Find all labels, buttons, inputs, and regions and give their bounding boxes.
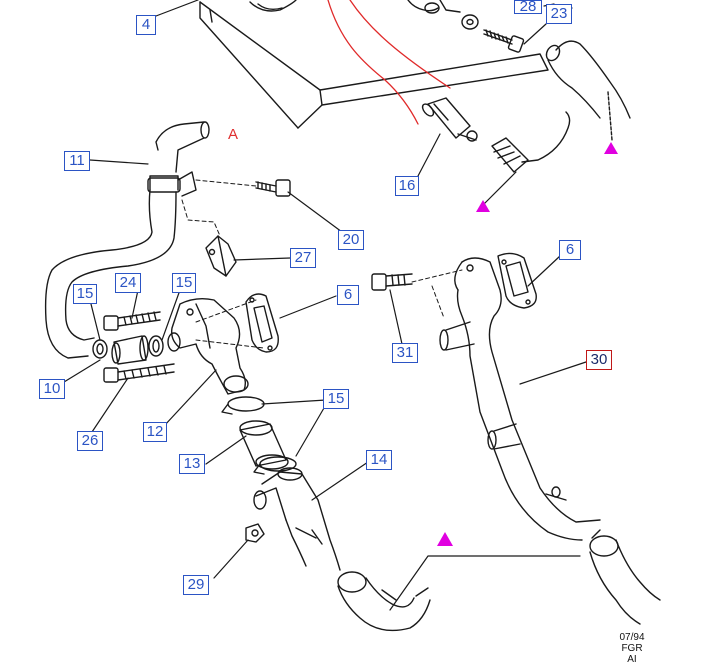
- callout-15-left[interactable]: 15: [73, 284, 97, 304]
- callout-11[interactable]: 11: [64, 151, 90, 171]
- part-connector-pipe: [111, 335, 149, 365]
- callout-29[interactable]: 29: [183, 575, 209, 595]
- callout-28[interactable]: 28: [514, 0, 542, 14]
- part-28-fitting: [407, 0, 479, 30]
- hose-11: [44, 121, 210, 359]
- part-15-clamp-mid: [148, 335, 164, 357]
- part-16-sensor: [421, 97, 478, 142]
- part-20-bolt: [255, 179, 291, 197]
- part-14-pipe: [253, 467, 341, 571]
- part-13-hose-sleeve: [239, 420, 289, 470]
- lower-hose: [337, 571, 431, 632]
- callout-20[interactable]: 20: [338, 230, 364, 250]
- callout-23[interactable]: 23: [546, 4, 572, 24]
- part-cable-connector: [491, 111, 571, 173]
- upper-right-hose: [545, 40, 631, 141]
- reference-letter-a: A: [228, 126, 239, 143]
- callout-13[interactable]: 13: [179, 454, 205, 474]
- callout-15-lower[interactable]: 15: [323, 389, 349, 409]
- drawing-stamp: 07/94 FGR AI: [612, 632, 652, 665]
- red-wires: [327, 0, 451, 125]
- engine-block: [199, 0, 549, 129]
- callout-15-upper[interactable]: 15: [172, 273, 196, 293]
- lower-right-hose: [589, 529, 661, 625]
- stamp-line-3: AI: [627, 654, 637, 665]
- part-15-clamp-upper: [221, 396, 265, 415]
- part-27-bracket: [205, 235, 237, 277]
- part-23-bolt: [483, 29, 525, 53]
- stamp-line-2: FGR: [621, 643, 643, 654]
- leader-lines: [63, 0, 587, 611]
- part-6-gasket-right: [497, 252, 537, 309]
- part-30-pipe: [439, 257, 601, 541]
- callout-6-left[interactable]: 6: [337, 285, 359, 305]
- callout-16[interactable]: 16: [395, 176, 419, 196]
- part-12-housing: [167, 297, 249, 395]
- part-15-clamp-lower: [253, 456, 297, 475]
- part-26-bolt: [103, 363, 175, 383]
- callout-26[interactable]: 26: [77, 431, 103, 451]
- callout-6-right[interactable]: 6: [559, 240, 581, 260]
- callout-14[interactable]: 14: [366, 450, 392, 470]
- part-24-bolt: [103, 311, 161, 331]
- callout-4[interactable]: 4: [136, 15, 156, 35]
- part-29-nut: [245, 523, 265, 543]
- part-15-clamp-left: [92, 339, 108, 359]
- callout-10[interactable]: 10: [39, 379, 65, 399]
- callout-31[interactable]: 31: [392, 343, 418, 363]
- part-6-gasket-left: [245, 293, 279, 353]
- stamp-date: 07/94: [619, 632, 645, 643]
- callout-12[interactable]: 12: [143, 422, 167, 442]
- callout-27[interactable]: 27: [290, 248, 316, 268]
- triangle-marker-icon: [437, 142, 618, 546]
- callout-24[interactable]: 24: [115, 273, 141, 293]
- part-31-bolt: [371, 273, 413, 291]
- callout-30[interactable]: 30: [586, 350, 612, 370]
